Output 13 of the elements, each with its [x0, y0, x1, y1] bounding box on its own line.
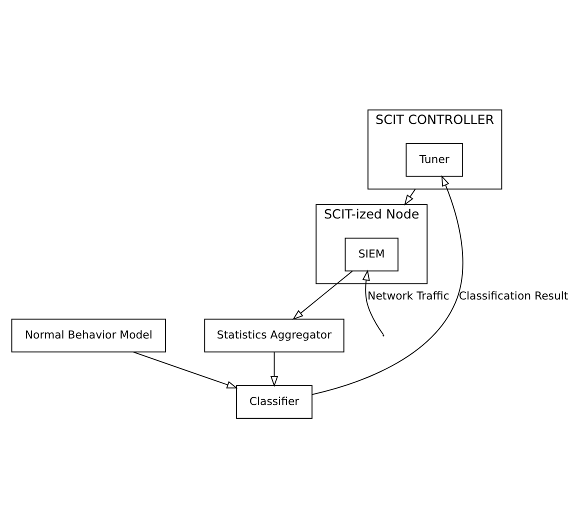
node-box: Statistics Aggregator [204, 318, 344, 352]
arrow [270, 352, 278, 387]
arrow [292, 270, 353, 320]
node-box: SIEM [344, 238, 398, 272]
arrow [404, 188, 416, 206]
edge-label: Classification Result [458, 290, 568, 303]
edge-label: Network Traffic [368, 290, 450, 303]
arrow [362, 270, 384, 336]
node-box: Normal Behavior Model [11, 318, 166, 352]
arrow [132, 352, 238, 388]
node-box: Tuner [406, 143, 464, 177]
arrow [312, 175, 464, 395]
node-box: Classifier [236, 385, 312, 419]
